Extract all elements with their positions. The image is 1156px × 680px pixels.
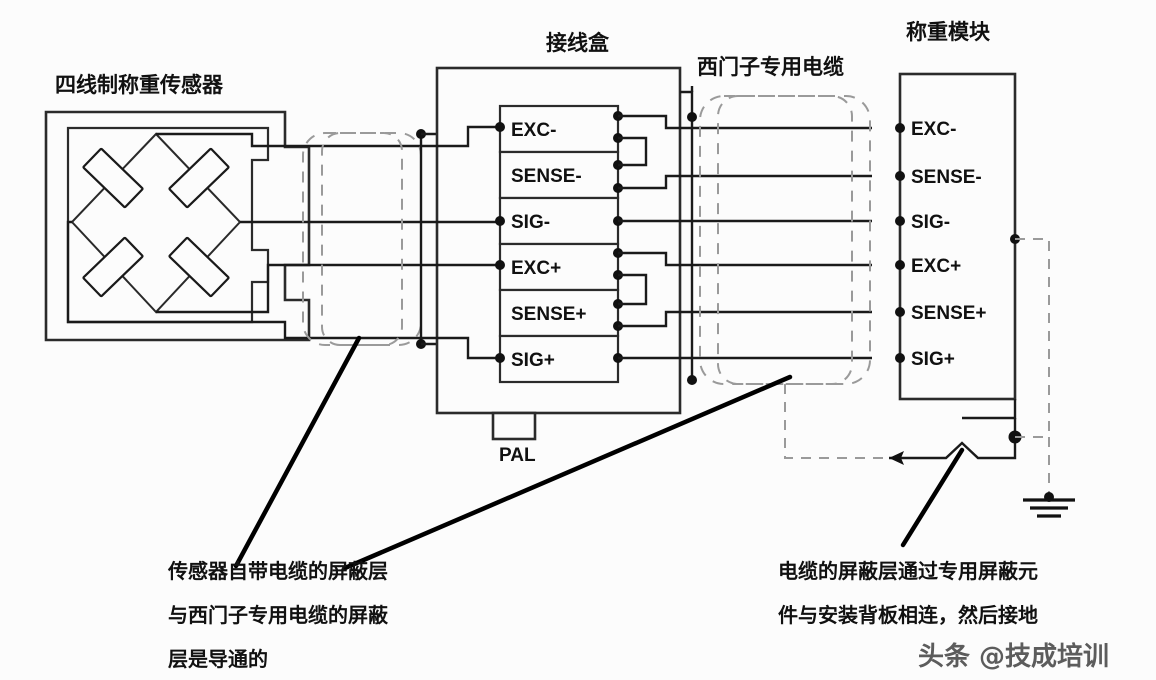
wm-node-sense-minus <box>895 171 905 181</box>
jb-left-node-exc-plus <box>495 260 505 270</box>
pal-terminal-stub <box>491 411 537 441</box>
jb-shield-node-top <box>687 112 697 122</box>
jb-terminal-label-4: SENSE+ <box>511 304 587 325</box>
bridge-resistor-bottom-left <box>82 236 144 298</box>
wm-node-exc-plus <box>895 260 905 270</box>
leader-line-right-note <box>900 447 965 548</box>
load-cell-assembly <box>44 110 425 342</box>
wm-terminal-label-1: SENSE- <box>911 167 982 188</box>
jb-terminal-label-2: SIG- <box>511 212 550 233</box>
shield-clamp-arrow-icon <box>889 451 904 465</box>
wm-node-exc-minus <box>895 123 905 133</box>
watermark-label: 头条 @技成培训 <box>918 642 1109 672</box>
note-right-line-0: 电缆的屏蔽层通过专用屏蔽元 <box>778 559 1038 583</box>
bridge-resistor-top-left <box>82 147 144 209</box>
note-left: 传感器自带电缆的屏蔽层 与西门子专用电缆的屏蔽 层是导通的 <box>167 559 389 671</box>
jb-out-wire-sense-plus <box>618 310 872 328</box>
jb-terminal-cell-sense-plus[interactable] <box>498 288 620 338</box>
title-weighing-module: 称重模块 <box>906 20 991 44</box>
jb-shield-node-bottom <box>687 375 697 385</box>
jb-out-wire-sense-minus <box>618 174 872 190</box>
jb-left-wire-exc-minus <box>425 125 500 148</box>
wm-terminal-label-3: EXC+ <box>911 256 961 277</box>
earth-ground-symbol <box>1023 492 1075 518</box>
wm-node-sense-plus <box>895 307 905 317</box>
jb-terminal-label-5: SIG+ <box>511 350 555 371</box>
wm-node-sig-minus <box>895 216 905 226</box>
wheatstone-bridge <box>70 132 242 314</box>
siemens-shield-to-clamp <box>784 384 889 459</box>
jb-left-node-sig-minus <box>495 216 505 226</box>
jb-terminal-label-1: SENSE- <box>511 166 582 187</box>
shield-clamp-profile <box>889 418 1017 460</box>
wm-terminal-label-4: SENSE+ <box>911 303 987 324</box>
wm-terminal-label-5: SIG+ <box>911 349 955 370</box>
jb-terminal-cell-sense-minus[interactable] <box>498 150 620 200</box>
wm-node-sig-plus <box>895 353 905 363</box>
jb-terminal-cell-sig-plus[interactable] <box>498 334 620 384</box>
junction-box-assembly: PAL EXC- SENSE- SIG- EXC+ SENSE+ SIG+ <box>435 66 682 466</box>
sensor-cable-shield <box>302 132 422 346</box>
jb-terminal-label-3: EXC+ <box>511 258 561 279</box>
note-left-line-1: 与西门子专用电缆的屏蔽 <box>168 603 389 627</box>
title-junction-box: 接线盒 <box>546 31 610 55</box>
bridge-resistor-bottom-right <box>168 236 230 298</box>
jb-left-node-sig-plus <box>495 353 505 363</box>
wm-terminal-label-2: SIG- <box>911 212 950 233</box>
leader-line-left-note <box>233 335 362 569</box>
jb-left-wire-sig-plus <box>425 336 500 360</box>
lead-exc-minus <box>156 132 425 148</box>
title-load-cell: 四线制称重传感器 <box>55 73 224 97</box>
jb-terminal-label-0: EXC- <box>511 120 556 141</box>
jb-terminal-cell-exc-plus[interactable] <box>498 242 620 292</box>
title-siemens-cable: 西门子专用电缆 <box>697 55 844 79</box>
jb-left-node-exc-minus <box>495 122 505 132</box>
note-right: 电缆的屏蔽层通过专用屏蔽元 件与安装背板相连，然后接地 <box>778 559 1038 627</box>
jb-out-wire-exc-plus <box>618 251 872 267</box>
leader-line-left-note-secondary <box>342 374 793 571</box>
jb-out-wire-exc-minus <box>618 114 872 130</box>
note-left-line-2: 层是导通的 <box>168 647 268 671</box>
weighing-module-assembly: EXC- SENSE- SIG- EXC+ SENSE+ SIG+ <box>895 72 1017 401</box>
note-right-line-1: 件与安装背板相连，然后接地 <box>778 603 1038 627</box>
siemens-shield-inner <box>717 95 853 385</box>
note-left-line-0: 传感器自带电缆的屏蔽层 <box>167 559 388 583</box>
bridge-resistor-top-right <box>168 147 230 209</box>
pal-label: PAL <box>499 445 536 466</box>
jb-jumper-exc-sense-minus <box>618 136 648 167</box>
wm-ground-dashed-link <box>1015 238 1050 444</box>
sensor-shield-outer <box>302 132 422 346</box>
wm-terminal-label-0: EXC- <box>911 119 956 140</box>
lead-exc-plus <box>156 263 425 314</box>
siemens-cable-shield <box>699 95 871 385</box>
jb-jumper-exc-sense-plus <box>618 273 648 306</box>
junction-box-terminal-strip: EXC- SENSE- SIG- EXC+ SENSE+ SIG+ <box>498 104 620 384</box>
sensor-shield-inner <box>321 132 403 346</box>
